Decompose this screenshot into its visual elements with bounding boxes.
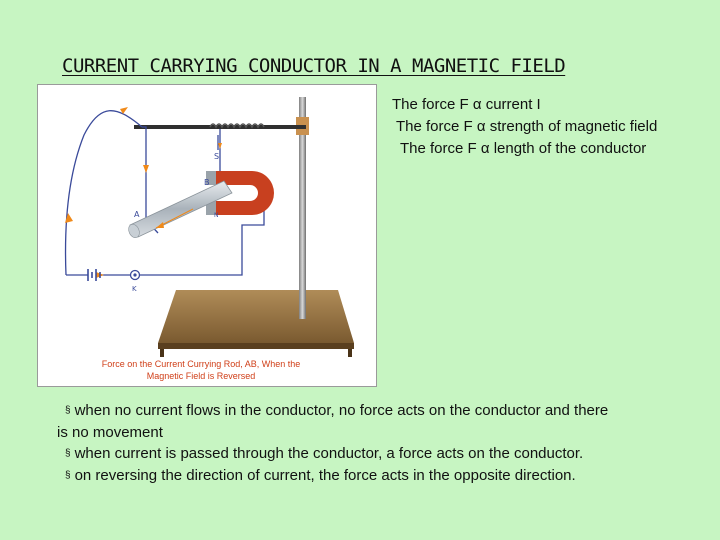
current-arrows: [65, 107, 222, 278]
label-s: S: [214, 152, 219, 161]
bullet-marker: §: [65, 405, 71, 416]
observation-list: §when no current flows in the conductor,…: [57, 400, 705, 486]
label-a: A: [134, 210, 140, 219]
conductor-rod-ab: [128, 180, 233, 238]
figure-caption-line-1: Force on the Current Currying Rod, AB, W…: [102, 359, 301, 369]
bullet-marker: §: [65, 469, 71, 481]
relation-length: The force F α length of the conductor: [400, 140, 647, 157]
circuit-key: [129, 269, 141, 281]
bullet-marker: §: [65, 448, 71, 459]
list-item: §on reversing the direction of current, …: [65, 466, 576, 484]
relation-current: The force F α current I: [392, 96, 541, 113]
horseshoe-magnet: [206, 171, 274, 215]
experiment-figure: S B A N K Force on the Current Currying …: [37, 84, 377, 387]
horizontal-rod: [134, 125, 306, 129]
figure-caption-line-2: Magnetic Field is Reversed: [147, 371, 256, 381]
spring-wire: [219, 129, 242, 178]
spring-coil: [209, 123, 265, 129]
stand-base: [158, 290, 354, 357]
relation-field-strength: The force F α strength of magnetic field: [396, 118, 658, 135]
apparatus-diagram: S B A N K Force on the Current Currying …: [64, 97, 354, 381]
force-relations: The force F α current I The force F α st…: [390, 94, 710, 160]
battery: [87, 269, 101, 281]
list-item: §when current is passed through the cond…: [65, 445, 584, 462]
label-n: N: [214, 212, 219, 219]
force-arrowhead: [156, 222, 164, 228]
circuit-wire: [64, 110, 265, 276]
label-b: B: [204, 178, 210, 187]
slide-title: CURRENT CARRYING CONDUCTOR IN A MAGNETIC…: [62, 55, 566, 77]
label-k: K: [132, 285, 137, 293]
stand-pole: [299, 97, 306, 319]
list-item-continuation: is no movement: [57, 423, 163, 441]
list-item: §when no current flows in the conductor,…: [65, 402, 609, 419]
